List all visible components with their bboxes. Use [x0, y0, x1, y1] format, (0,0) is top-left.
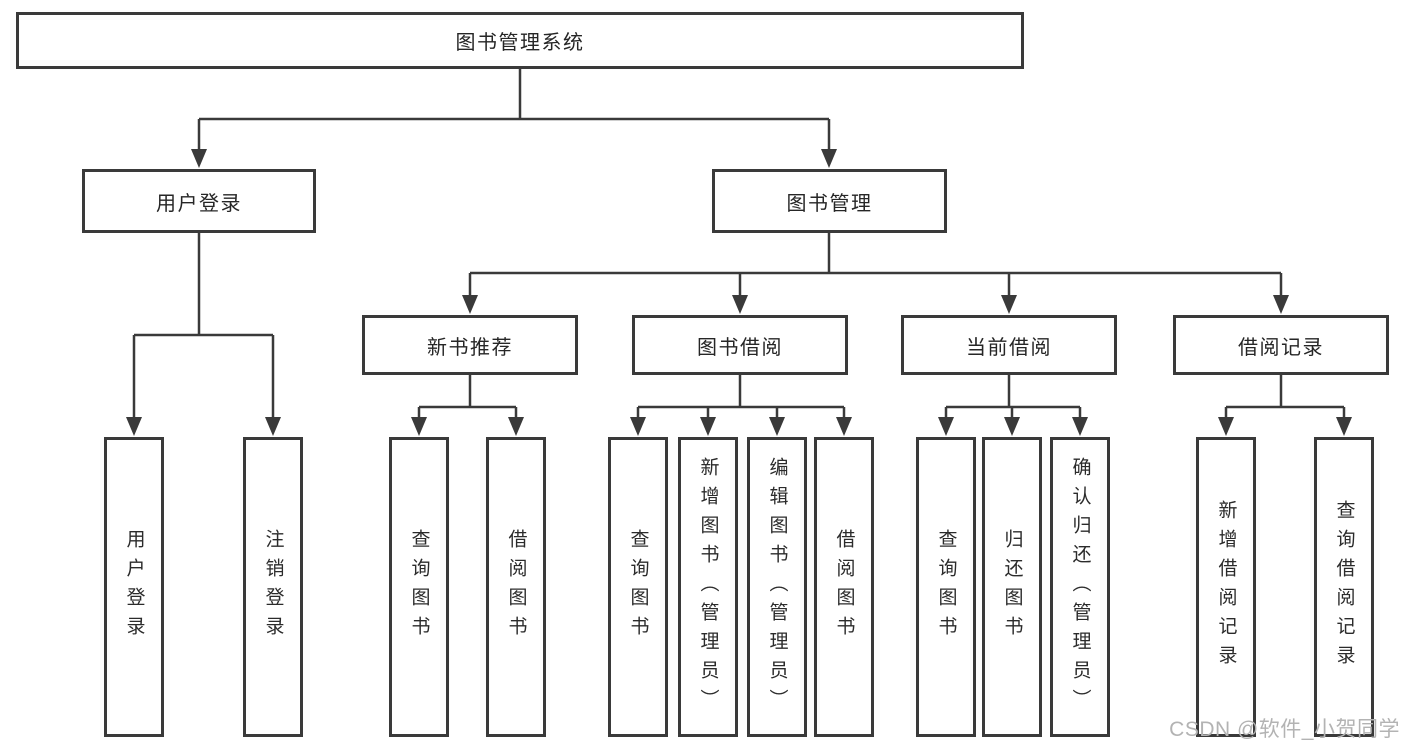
node-label: 新增图书（管理员） [697, 456, 719, 718]
node-leaf-query-books-1: 查询图书 [389, 437, 449, 737]
node-label: 查询图书 [408, 529, 430, 645]
node-label: 借阅图书 [505, 529, 527, 645]
node-label: 借阅图书 [833, 529, 855, 645]
node-label: 新增借阅记录 [1215, 500, 1237, 674]
node-label: 用户登录 [123, 529, 145, 645]
node-leaf-borrow-books-1: 借阅图书 [486, 437, 546, 737]
node-leaf-confirm-return-admin: 确认归还（管理员） [1050, 437, 1110, 737]
node-new-book-recommend: 新书推荐 [362, 315, 578, 375]
node-label: 图书借阅 [697, 336, 783, 359]
node-leaf-add-book-admin: 新增图书（管理员） [678, 437, 738, 737]
node-borrowing-records: 借阅记录 [1173, 315, 1389, 375]
node-leaf-query-borrow-record: 查询借阅记录 [1314, 437, 1374, 737]
node-label: 借阅记录 [1238, 336, 1324, 359]
node-leaf-add-borrow-record: 新增借阅记录 [1196, 437, 1256, 737]
node-current-borrowing: 当前借阅 [901, 315, 1117, 375]
node-label: 编辑图书（管理员） [766, 456, 788, 718]
node-leaf-logout: 注销登录 [243, 437, 303, 737]
node-leaf-borrow-books-2: 借阅图书 [814, 437, 874, 737]
node-leaf-query-books-2: 查询图书 [608, 437, 668, 737]
node-book-borrowing: 图书借阅 [632, 315, 848, 375]
node-label: 确认归还（管理员） [1069, 456, 1091, 718]
node-user-login: 用户登录 [82, 169, 316, 233]
node-label: 查询图书 [627, 529, 649, 645]
node-label: 查询图书 [935, 529, 957, 645]
node-label: 图书管理系统 [455, 32, 585, 54]
node-root-library-system: 图书管理系统 [16, 12, 1024, 69]
node-leaf-query-books-3: 查询图书 [916, 437, 976, 737]
node-label: 归还图书 [1001, 529, 1023, 645]
arrowhead-icons [126, 149, 1352, 436]
node-label: 注销登录 [262, 529, 284, 645]
node-leaf-return-books: 归还图书 [982, 437, 1042, 737]
node-label: 用户登录 [156, 192, 242, 215]
node-leaf-edit-book-admin: 编辑图书（管理员） [747, 437, 807, 737]
node-leaf-user-login: 用户登录 [104, 437, 164, 737]
node-label: 图书管理 [786, 192, 873, 215]
csdn-watermark: CSDN @软件_小贺同学 [1169, 718, 1400, 741]
node-label: 当前借阅 [966, 336, 1052, 359]
node-book-management: 图书管理 [712, 169, 947, 233]
node-label: 查询借阅记录 [1333, 500, 1355, 674]
node-label: 新书推荐 [427, 336, 513, 359]
